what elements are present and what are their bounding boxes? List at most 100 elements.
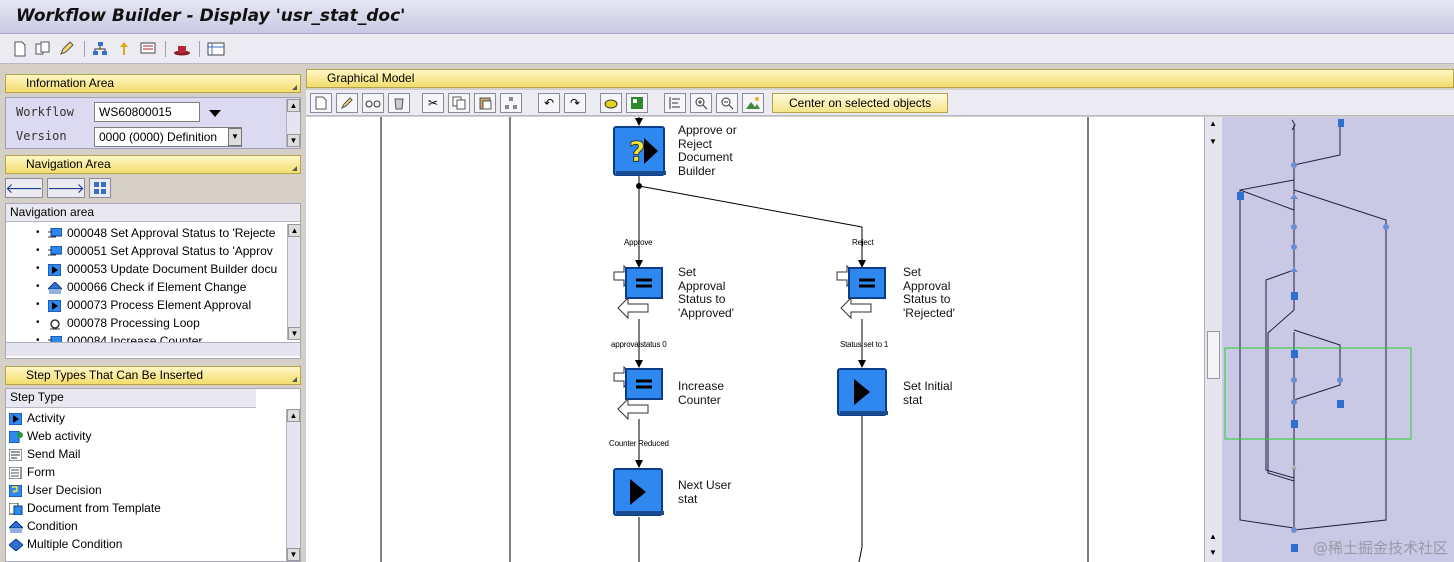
- display-screen-icon[interactable]: [138, 39, 158, 59]
- trash-icon[interactable]: [388, 93, 410, 113]
- workflow-edges: [380, 117, 1089, 562]
- zoom-in-icon[interactable]: [690, 93, 712, 113]
- multiple-condition-icon: [8, 538, 24, 552]
- event-icon[interactable]: [600, 93, 622, 113]
- information-area: Workflow WS60800015 Version 0000 (0000) …: [5, 97, 301, 149]
- new-icon[interactable]: [310, 93, 332, 113]
- container-operation-icon: [48, 227, 63, 239]
- table-view-icon[interactable]: [206, 39, 226, 59]
- activity-icon: [47, 263, 62, 277]
- workflow-label: Workflow: [16, 105, 74, 119]
- pencil-icon[interactable]: [336, 93, 358, 113]
- navigation-item-label: 000048 Set Approval Status to 'Rejecte: [67, 226, 276, 240]
- version-dropdown-icon[interactable]: ▼: [228, 128, 242, 146]
- edit-pencil-icon[interactable]: [56, 39, 76, 59]
- step-types-header[interactable]: Step Types That Can Be Inserted: [5, 366, 301, 385]
- canvas-scroll-thumb[interactable]: [1207, 331, 1220, 379]
- arrow-up-icon[interactable]: [114, 39, 134, 59]
- activity-icon: [8, 412, 23, 426]
- glasses-icon[interactable]: [362, 93, 384, 113]
- paste-icon[interactable]: [474, 93, 496, 113]
- set-approved-node-label: Set Approval Status to 'Approved': [678, 265, 734, 320]
- overview-icon[interactable]: [626, 93, 648, 113]
- hierarchy-icon[interactable]: [90, 39, 110, 59]
- information-area-header[interactable]: Information Area: [5, 74, 301, 93]
- watermark-text: @稀土掘金技术社区: [1312, 539, 1448, 557]
- center-selected-button[interactable]: Center on selected objects: [772, 93, 949, 113]
- step-type-label: Web activity: [27, 429, 92, 443]
- tree-structure-icon[interactable]: [89, 178, 111, 198]
- new-document-icon[interactable]: [10, 39, 30, 59]
- edge-label-approve: Approve: [624, 238, 653, 247]
- redo-icon[interactable]: ↷: [564, 93, 586, 113]
- activity-icon[interactable]: [836, 367, 890, 419]
- version-select[interactable]: 0000 (0000) Definition: [94, 127, 242, 147]
- workflow-dropdown-icon[interactable]: [209, 110, 221, 117]
- navigation-item-label: 000078 Processing Loop: [67, 316, 200, 330]
- back-arrow-icon[interactable]: 🡐: [5, 178, 43, 198]
- overview-graph: [1224, 119, 1412, 552]
- landscape-icon[interactable]: [742, 93, 764, 113]
- window-title: Workflow Builder - Display 'usr_stat_doc…: [16, 6, 406, 26]
- navigation-scrollbar[interactable]: ▲▼: [287, 224, 300, 340]
- graphical-model-title: Graphical Model: [327, 71, 415, 85]
- title-bar: Workflow Builder - Display 'usr_stat_doc…: [0, 0, 1454, 34]
- decision-node-label: Approve or Reject Document Builder: [678, 123, 737, 178]
- increase-counter-node-label: Increase Counter: [678, 379, 725, 407]
- document-template-icon: [8, 502, 23, 516]
- navigation-area-header[interactable]: Navigation Area: [5, 155, 301, 174]
- step-types-scrollbar[interactable]: ▲▼: [286, 409, 300, 561]
- zoom-out-icon[interactable]: [716, 93, 738, 113]
- canvas-scroll-down-icon[interactable]: ▼: [1209, 548, 1217, 557]
- undo-icon[interactable]: ↶: [538, 93, 560, 113]
- step-type-label: Document from Template: [27, 501, 161, 515]
- set-initial-node-label: Set Initial stat: [903, 379, 953, 407]
- container-operation-icon[interactable]: [835, 264, 889, 320]
- application-toolbar: [0, 34, 1454, 64]
- edge-label-status-set: Status set to 1: [840, 340, 889, 349]
- edge-label-counter-reduced: Counter Reduced: [609, 439, 669, 448]
- workflow-field[interactable]: WS60800015: [94, 102, 200, 122]
- navigation-hscrollbar[interactable]: [6, 342, 300, 356]
- navigation-area-title: Navigation Area: [26, 157, 111, 171]
- navigation-item-label: 000053 Update Document Builder docu: [67, 262, 278, 276]
- canvas-scroll-up-icon[interactable]: ▲: [1209, 119, 1217, 128]
- step-type-label: Send Mail: [27, 447, 81, 461]
- step-types-title: Step Types That Can Be Inserted: [26, 368, 203, 382]
- structure-icon[interactable]: [500, 93, 522, 113]
- user-decision-icon[interactable]: ?: [612, 125, 666, 177]
- align-icon[interactable]: [664, 93, 686, 113]
- scroll-down-icon[interactable]: ▼: [287, 134, 300, 147]
- form-icon: [8, 466, 22, 480]
- activity-icon[interactable]: [612, 467, 666, 519]
- copy-icon[interactable]: [448, 93, 470, 113]
- navigation-column-header: Navigation area: [6, 204, 300, 222]
- user-decision-icon: [8, 484, 23, 498]
- cut-icon[interactable]: ✂: [422, 93, 444, 113]
- navigation-item-label: 000051 Set Approval Status to 'Approv: [67, 244, 273, 258]
- send-mail-icon: [8, 448, 23, 462]
- edge-label-approval-status: approvalstatus 0: [611, 340, 667, 349]
- condition-icon: [46, 281, 64, 294]
- graphical-model-toolbar: ✂ ↶ ↷ Center on selected objects: [306, 90, 1454, 116]
- copy-document-icon[interactable]: [33, 39, 53, 59]
- workflow-canvas[interactable]: ? Approve or Reject Document Builder Set…: [306, 117, 1204, 562]
- container-operation-icon[interactable]: [612, 365, 666, 421]
- scroll-up-icon[interactable]: ▲: [287, 99, 300, 112]
- forward-arrow-icon[interactable]: 🡒: [47, 178, 85, 198]
- graphical-model-header[interactable]: Graphical Model: [306, 69, 1454, 88]
- navigation-item-label: 000073 Process Element Approval: [67, 298, 252, 312]
- hat-icon[interactable]: [172, 39, 192, 59]
- container-operation-icon[interactable]: [612, 264, 666, 320]
- svg-text:?: ?: [629, 135, 645, 168]
- container-operation-icon: [48, 245, 63, 257]
- edge-label-reject: Reject: [852, 238, 874, 247]
- step-type-label: User Decision: [27, 483, 102, 497]
- loop-icon: [48, 317, 62, 330]
- workflow-overview[interactable]: @稀土掘金技术社区: [1222, 117, 1454, 562]
- info-scrollbar[interactable]: ▲ ▼: [286, 99, 300, 147]
- navigation-item-label: 000066 Check if Element Change: [67, 280, 247, 294]
- step-type-label: Condition: [27, 519, 78, 533]
- canvas-scrollbar[interactable]: ▲ ▼ ▲ ▼: [1204, 117, 1222, 562]
